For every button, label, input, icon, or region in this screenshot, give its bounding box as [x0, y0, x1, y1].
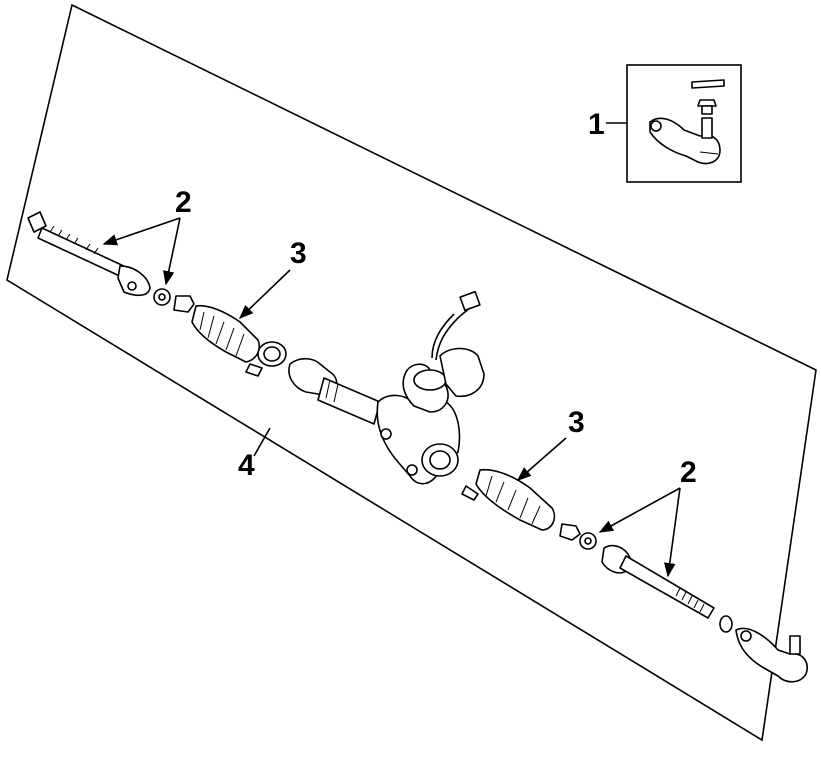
left-rack-boot	[191, 304, 287, 377]
callout-3-right: 3	[568, 406, 585, 439]
right-inner-tie-rod	[601, 544, 715, 619]
rack-housing-tube	[288, 357, 381, 425]
right-clip	[559, 523, 581, 541]
leader-3-left	[238, 269, 291, 319]
leader-3-right	[516, 437, 567, 481]
right-jam-nut	[719, 615, 733, 633]
assembly-outline	[6, 3, 817, 742]
left-clip	[173, 295, 195, 313]
right-outer-tie-rod-end	[735, 627, 808, 683]
leader-2-right-b	[664, 487, 681, 578]
leader-4	[253, 427, 271, 457]
callout-2-right: 2	[680, 456, 697, 489]
callout-2-left: 2	[175, 186, 192, 219]
callout-3-left: 3	[290, 237, 307, 270]
leader-2-left-b	[163, 217, 181, 286]
right-washer	[579, 532, 597, 550]
callout-1: 1	[588, 108, 605, 141]
left-inner-tie-rod	[27, 211, 151, 297]
callout-4: 4	[238, 449, 255, 482]
left-washer	[153, 288, 171, 306]
steering-gear-housing	[376, 290, 485, 485]
leader-2-right-a	[598, 487, 681, 533]
tie-rod-end-inset-illustration	[649, 79, 725, 165]
right-rack-boot	[461, 468, 556, 531]
leader-2-left-a	[102, 217, 181, 246]
